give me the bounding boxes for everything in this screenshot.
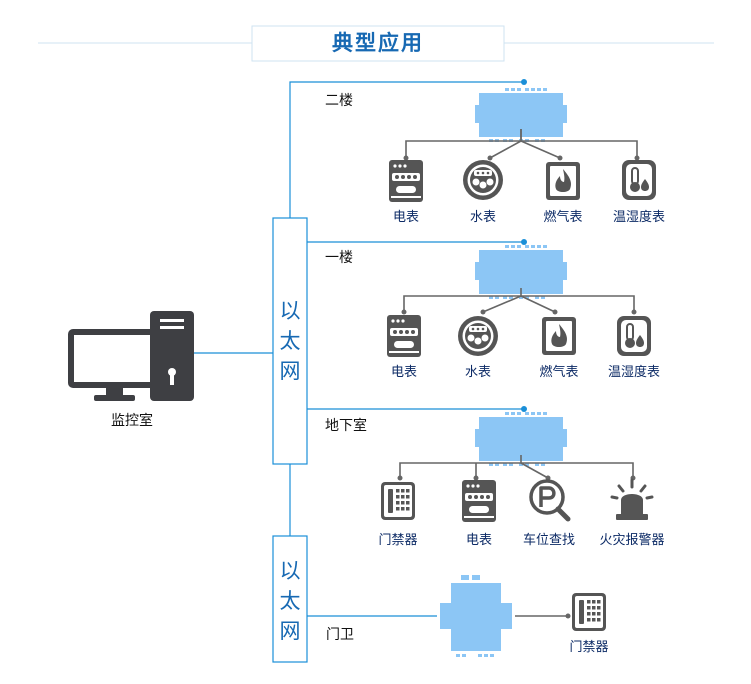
monitor-room-label: 监控室 [111, 413, 153, 429]
gate-label: 门卫 [326, 627, 354, 643]
device-label: 电表 [465, 533, 492, 548]
access-control-icon [381, 482, 415, 520]
ethernet-char: 网 [279, 619, 301, 643]
thermometer-icon [616, 315, 652, 357]
device-label: 电表 [392, 210, 419, 225]
device-label: 门禁器 [378, 533, 418, 548]
floor-label-2f: 二楼 [325, 93, 353, 109]
device-label: 车位查找 [522, 533, 575, 548]
ethernet-label-bottom: 以 太 网 [273, 556, 307, 646]
thermometer-icon [621, 159, 657, 201]
ethernet-char: 网 [279, 359, 301, 383]
meter-icon [387, 315, 421, 357]
page-title: 典型应用 [332, 31, 424, 55]
device-label: 火灾报警器 [599, 533, 665, 548]
gas-meter-icon [546, 162, 580, 200]
device-label: 水表 [469, 210, 496, 225]
network-lines [194, 81, 522, 617]
meter-icon [389, 160, 423, 202]
gas-meter-icon [542, 317, 576, 355]
ethernet-box-bottom [272, 535, 308, 663]
device-label: 门禁器 [569, 640, 609, 655]
title-frame [251, 25, 505, 62]
device-label: 温湿度表 [612, 210, 665, 225]
ethernet-char: 太 [279, 589, 301, 613]
meter-icon [462, 480, 496, 522]
device-label: 燃气表 [539, 365, 579, 380]
alarm-light-icon [610, 478, 654, 522]
water-meter-icon [458, 316, 498, 356]
device-label: 温湿度表 [607, 365, 660, 380]
access-control-icon [572, 593, 606, 631]
computer-icon [68, 311, 194, 401]
ethernet-label-top: 以 太 网 [273, 296, 307, 386]
gateway-device-gate [440, 575, 512, 657]
floor-label-basement: 地下室 [325, 418, 367, 434]
branch-lines [399, 129, 638, 617]
water-meter-icon [463, 160, 503, 200]
parking-search-icon [531, 481, 568, 519]
floor-label-1f: 一楼 [325, 250, 353, 266]
ethernet-char: 太 [279, 329, 301, 353]
device-label: 水表 [464, 365, 491, 380]
ethernet-char: 以 [279, 299, 301, 323]
device-label: 电表 [390, 365, 417, 380]
ethernet-char: 以 [279, 559, 301, 583]
device-label: 燃气表 [543, 210, 583, 225]
